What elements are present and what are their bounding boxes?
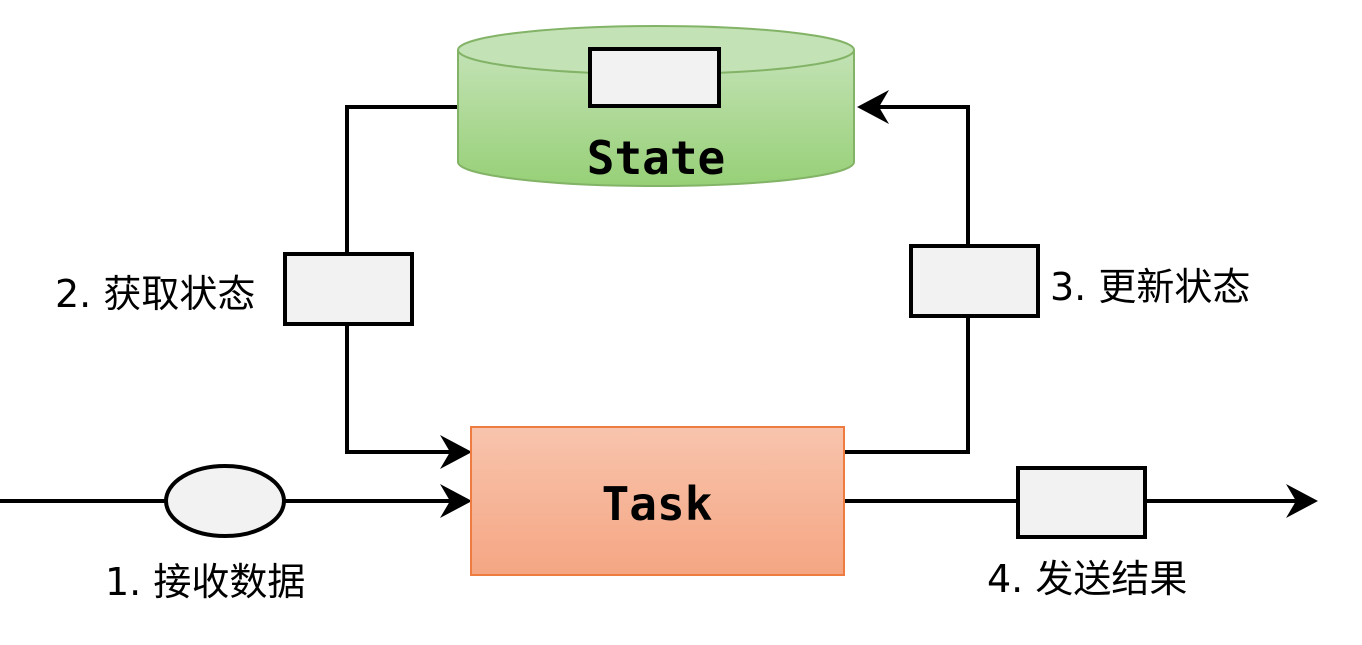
output-arrowhead bbox=[1286, 484, 1318, 518]
update-state-token bbox=[909, 244, 1040, 318]
step2-label: 2. 获取状态 bbox=[55, 272, 255, 316]
step4-label: 4. 发送结果 bbox=[987, 557, 1187, 601]
data-token bbox=[164, 464, 286, 538]
result-token bbox=[1016, 466, 1147, 539]
state-label: State bbox=[587, 131, 725, 185]
step1-label: 1. 接收数据 bbox=[105, 560, 305, 604]
get-state-arrowhead bbox=[440, 435, 472, 469]
update-state-arrowhead bbox=[857, 90, 889, 124]
state-token bbox=[588, 47, 721, 108]
task-label: Task bbox=[602, 477, 713, 531]
task-node: Task bbox=[470, 426, 845, 576]
get-state-token bbox=[283, 252, 414, 326]
state-store: State bbox=[457, 25, 855, 187]
input-arrowhead bbox=[440, 484, 472, 518]
step3-label: 3. 更新状态 bbox=[1050, 265, 1250, 309]
